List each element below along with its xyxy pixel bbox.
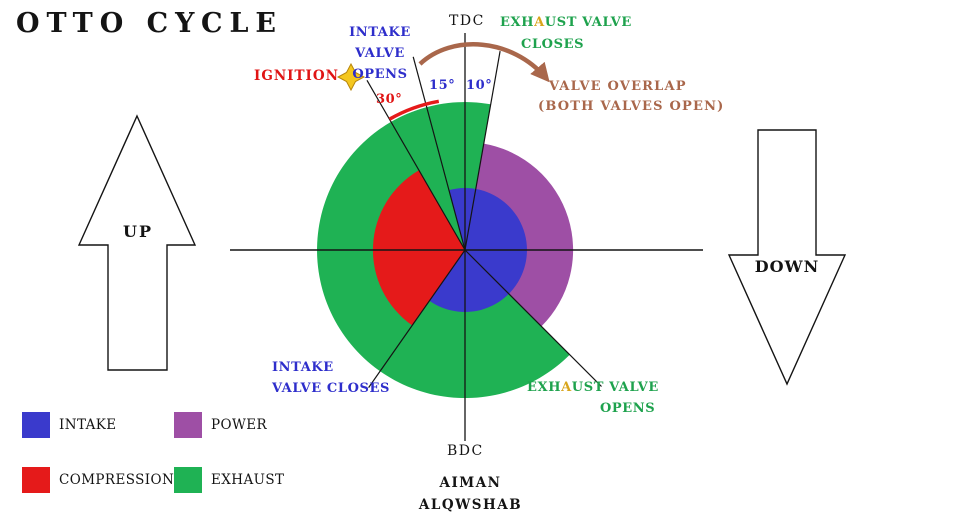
intake-swatch bbox=[22, 412, 50, 438]
bdc-label: BDC bbox=[447, 443, 484, 459]
intake-open-angle-label: 15° bbox=[429, 78, 456, 93]
exhaust-opens-line bbox=[464, 249, 602, 387]
credit-line2: ALQWSHAB bbox=[418, 497, 523, 513]
down-label: DOWN bbox=[754, 257, 820, 276]
legend-compression-label: COMPRESSION bbox=[59, 472, 175, 488]
exhaust-close-angle-label: 10° bbox=[466, 78, 493, 93]
legend-exhaust-label: EXHAUST bbox=[211, 472, 285, 488]
legend-item-intake: INTAKE bbox=[22, 412, 117, 438]
intake-valve-opens-label: INTAKE VALVE OPENS bbox=[345, 22, 415, 85]
legend-item-compression: COMPRESSION bbox=[22, 467, 174, 493]
legend-intake-label: INTAKE bbox=[59, 417, 117, 433]
ignition-line bbox=[366, 79, 466, 251]
exhaust-valve-opens-line1: EXHAUST VALVE bbox=[527, 380, 659, 395]
page-title: OTTO CYCLE bbox=[16, 8, 284, 39]
exhaust-valve-closes-part1: EXH bbox=[500, 15, 535, 30]
exhaust-valve-opens-part1: EXH bbox=[527, 380, 562, 395]
ignition-spark-icon bbox=[336, 62, 366, 92]
intake-valve-closes-line1: INTAKE bbox=[272, 360, 334, 375]
intake-valve-opens-line1: INTAKE bbox=[349, 25, 411, 40]
intake-valve-opens-line2: VALVE bbox=[355, 46, 405, 61]
exhaust-valve-opens-part3: UST VALVE bbox=[571, 380, 659, 395]
exhaust-valve-closes-line2: CLOSES bbox=[521, 37, 585, 52]
intake-valve-opens-line3: OPENS bbox=[352, 67, 408, 82]
exhaust-closes-line bbox=[464, 50, 501, 251]
compression-sector bbox=[372, 170, 465, 326]
exhaust-valve-opens-line2: OPENS bbox=[600, 401, 656, 416]
valve-overlap-arrow bbox=[418, 42, 550, 83]
compression-swatch bbox=[22, 467, 50, 493]
exhaust-valve-closes-line1: EXHAUST VALVE bbox=[500, 15, 632, 30]
legend-item-power: POWER bbox=[174, 412, 267, 438]
valve-overlap-line2: (BOTH VALVES OPEN) bbox=[538, 99, 725, 114]
intake-valve-closes-line2: VALVE CLOSES bbox=[272, 381, 390, 396]
ignition-angle-label: 30° bbox=[376, 92, 403, 107]
power-swatch bbox=[174, 412, 202, 438]
ignition-advance-arc bbox=[388, 99, 440, 121]
tdc-label: TDC bbox=[449, 13, 485, 29]
exhaust-swatch bbox=[174, 467, 202, 493]
up-label: UP bbox=[123, 222, 153, 241]
legend-item-exhaust: EXHAUST bbox=[174, 467, 284, 493]
exhaust-valve-closes-part3: UST VALVE bbox=[544, 15, 632, 30]
down-arrow-icon bbox=[727, 129, 847, 386]
up-arrow-icon bbox=[77, 114, 197, 371]
legend-power-label: POWER bbox=[211, 417, 268, 433]
intake-opens-line bbox=[412, 56, 466, 251]
valve-overlap-line1: VALVE OVERLAP bbox=[549, 79, 687, 94]
exhaust-valve-closes-part2: A bbox=[534, 15, 545, 30]
exhaust-valve-opens-part2: A bbox=[561, 380, 572, 395]
credit-text: AIMAN ALQWSHAB bbox=[398, 472, 543, 516]
intake-closes-line bbox=[368, 249, 466, 388]
ignition-label: IGNITION bbox=[254, 68, 339, 84]
credit-line1: AIMAN bbox=[439, 475, 502, 491]
